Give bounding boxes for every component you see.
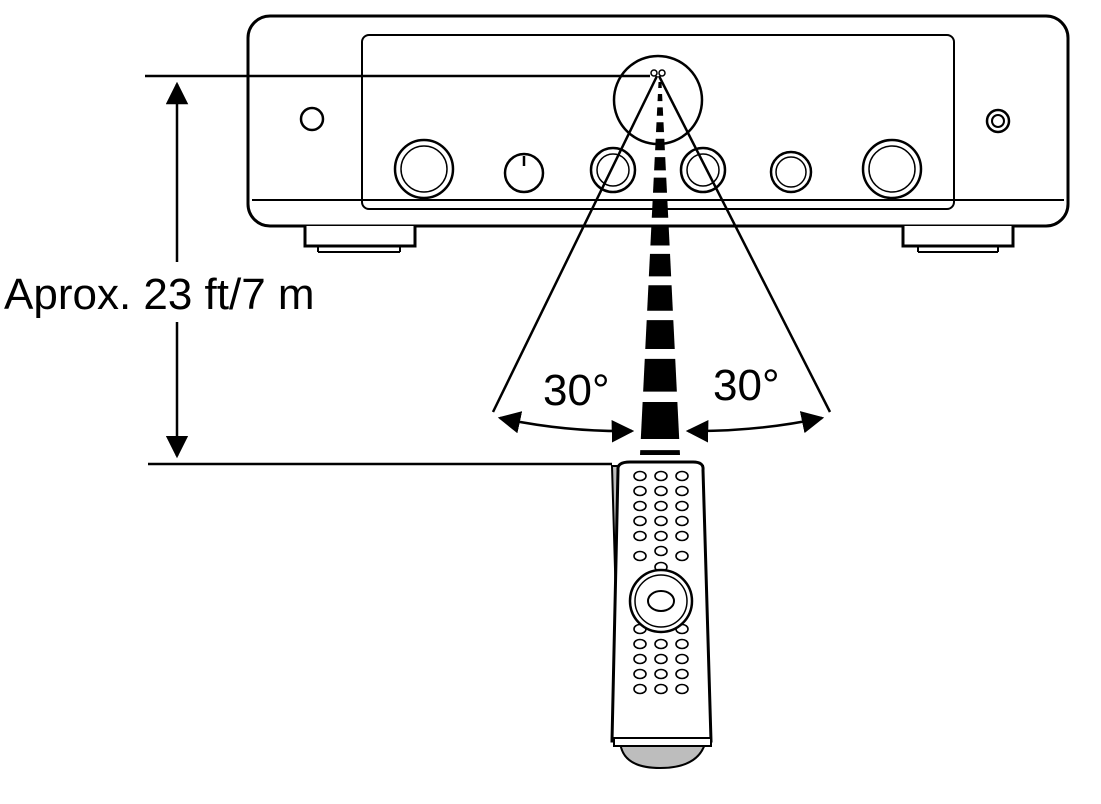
ir-beam-segment <box>655 138 665 151</box>
angle-arc-right <box>685 411 825 443</box>
input-knob-icon <box>393 138 455 200</box>
remote-button <box>654 683 668 695</box>
distance-label: Aprox. 23 ft/7 m <box>4 270 315 319</box>
remote-button <box>633 500 647 512</box>
ir-beam-segment <box>650 225 670 246</box>
ir-beam-segment <box>643 358 677 392</box>
ir-beam-segment <box>657 94 663 102</box>
remote-control <box>610 460 713 770</box>
tone-knob-right-icon <box>679 146 727 194</box>
remote-button <box>654 530 668 542</box>
remote-button <box>654 545 668 557</box>
ir-beam-segment <box>651 200 669 218</box>
ir-beam-segment <box>653 177 667 193</box>
ir-beam-segment <box>647 285 673 311</box>
tone-knob-left-icon <box>589 146 637 194</box>
ir-beam-segment <box>640 450 680 455</box>
remote-button <box>633 470 647 482</box>
ir-beam-segment <box>658 82 662 88</box>
remote-button <box>654 638 668 650</box>
remote-button <box>633 550 647 562</box>
remote-button <box>675 668 689 680</box>
remote-buttons <box>633 470 689 695</box>
remote-bottom-cap <box>613 737 712 747</box>
remote-button <box>675 500 689 512</box>
remote-button <box>633 515 647 527</box>
ir-beam-segment <box>656 122 664 133</box>
amplifier-foot-left <box>303 226 417 253</box>
range-boundary-left <box>491 75 659 413</box>
headphone-jack-icon <box>985 108 1011 134</box>
remote-button <box>654 470 668 482</box>
ir-beam-segment <box>654 157 666 171</box>
remote-button <box>654 515 668 527</box>
ir-sensor-icon <box>650 69 666 77</box>
remote-button <box>675 470 689 482</box>
remote-button <box>654 500 668 512</box>
remote-button <box>633 485 647 497</box>
amplifier <box>246 14 1070 253</box>
remote-button <box>633 530 647 542</box>
angle-arc-left <box>497 411 635 443</box>
power-button-icon <box>299 106 325 132</box>
remote-button <box>633 668 647 680</box>
remote-button <box>633 638 647 650</box>
remote-button <box>675 653 689 665</box>
remote-button <box>633 653 647 665</box>
balance-knob-icon <box>503 152 545 194</box>
remote-button <box>633 683 647 695</box>
ir-beam-segment <box>640 402 680 439</box>
ir-beam-segment <box>656 107 664 116</box>
remote-dpad-icon <box>628 568 694 634</box>
angle-right-label: 30° <box>713 361 780 410</box>
selector-knob-icon <box>769 150 813 194</box>
remote-button <box>654 668 668 680</box>
volume-knob-icon <box>861 138 923 200</box>
remote-button <box>675 530 689 542</box>
remote-button <box>654 653 668 665</box>
amplifier-foot-right <box>901 226 1015 253</box>
remote-button <box>675 485 689 497</box>
remote-button <box>675 683 689 695</box>
ir-beam-segment <box>645 320 675 350</box>
remote-button <box>675 638 689 650</box>
remote-button <box>654 485 668 497</box>
remote-button <box>675 515 689 527</box>
ir-beam <box>640 82 680 455</box>
range-boundary-right <box>657 75 832 413</box>
remote-button <box>675 550 689 562</box>
ir-beam-segment <box>648 253 672 277</box>
angle-left-label: 30° <box>543 366 610 415</box>
